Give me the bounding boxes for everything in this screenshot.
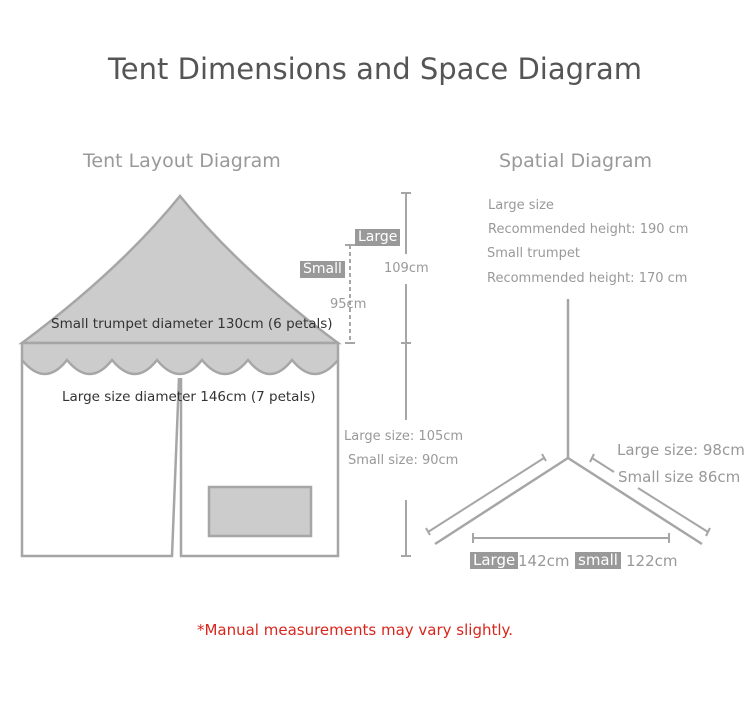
large-diameter-label: Large size diameter 146cm (7 petals) — [62, 389, 316, 405]
base-large-length: 142cm — [518, 552, 570, 570]
tag-small: Small — [300, 261, 345, 278]
small-diameter-label: Small trumpet diameter 130cm (6 petals) — [51, 316, 333, 332]
large-recommended-height: Recommended height: 190 cm — [488, 222, 689, 237]
side-large-length: Large size: 98cm — [617, 441, 745, 459]
dimension-lines — [345, 192, 411, 557]
spatial-heading: Spatial Diagram — [499, 150, 653, 172]
wall-large-height: Large size: 105cm — [344, 429, 464, 444]
tent-roof — [18, 194, 342, 345]
wall-small-height: Small size: 90cm — [348, 453, 459, 468]
roof-large-height: 109cm — [384, 261, 429, 276]
tag-large: Large — [355, 229, 401, 246]
page-title: Tent Dimensions and Space Diagram — [108, 52, 642, 86]
roof-small-height: 95cm — [330, 297, 367, 312]
layout-heading: Tent Layout Diagram — [83, 150, 281, 172]
tent-scallop-band — [20, 341, 340, 376]
small-trumpet-label: Small trumpet — [487, 246, 580, 261]
tent-right-wall — [179, 360, 340, 558]
large-size-label: Large size — [488, 198, 554, 213]
base-tag-small: small — [575, 552, 621, 569]
tent-left-wall — [20, 360, 181, 558]
base-small-length: 122cm — [626, 552, 678, 570]
side-small-length: Small size 86cm — [618, 468, 741, 486]
tent-window — [207, 485, 313, 538]
small-recommended-height: Recommended height: 170 cm — [487, 271, 688, 286]
base-tag-large: Large — [470, 552, 519, 569]
disclaimer-note: *Manual measurements may vary slightly. — [196, 621, 514, 639]
spatial-lines — [425, 299, 711, 546]
